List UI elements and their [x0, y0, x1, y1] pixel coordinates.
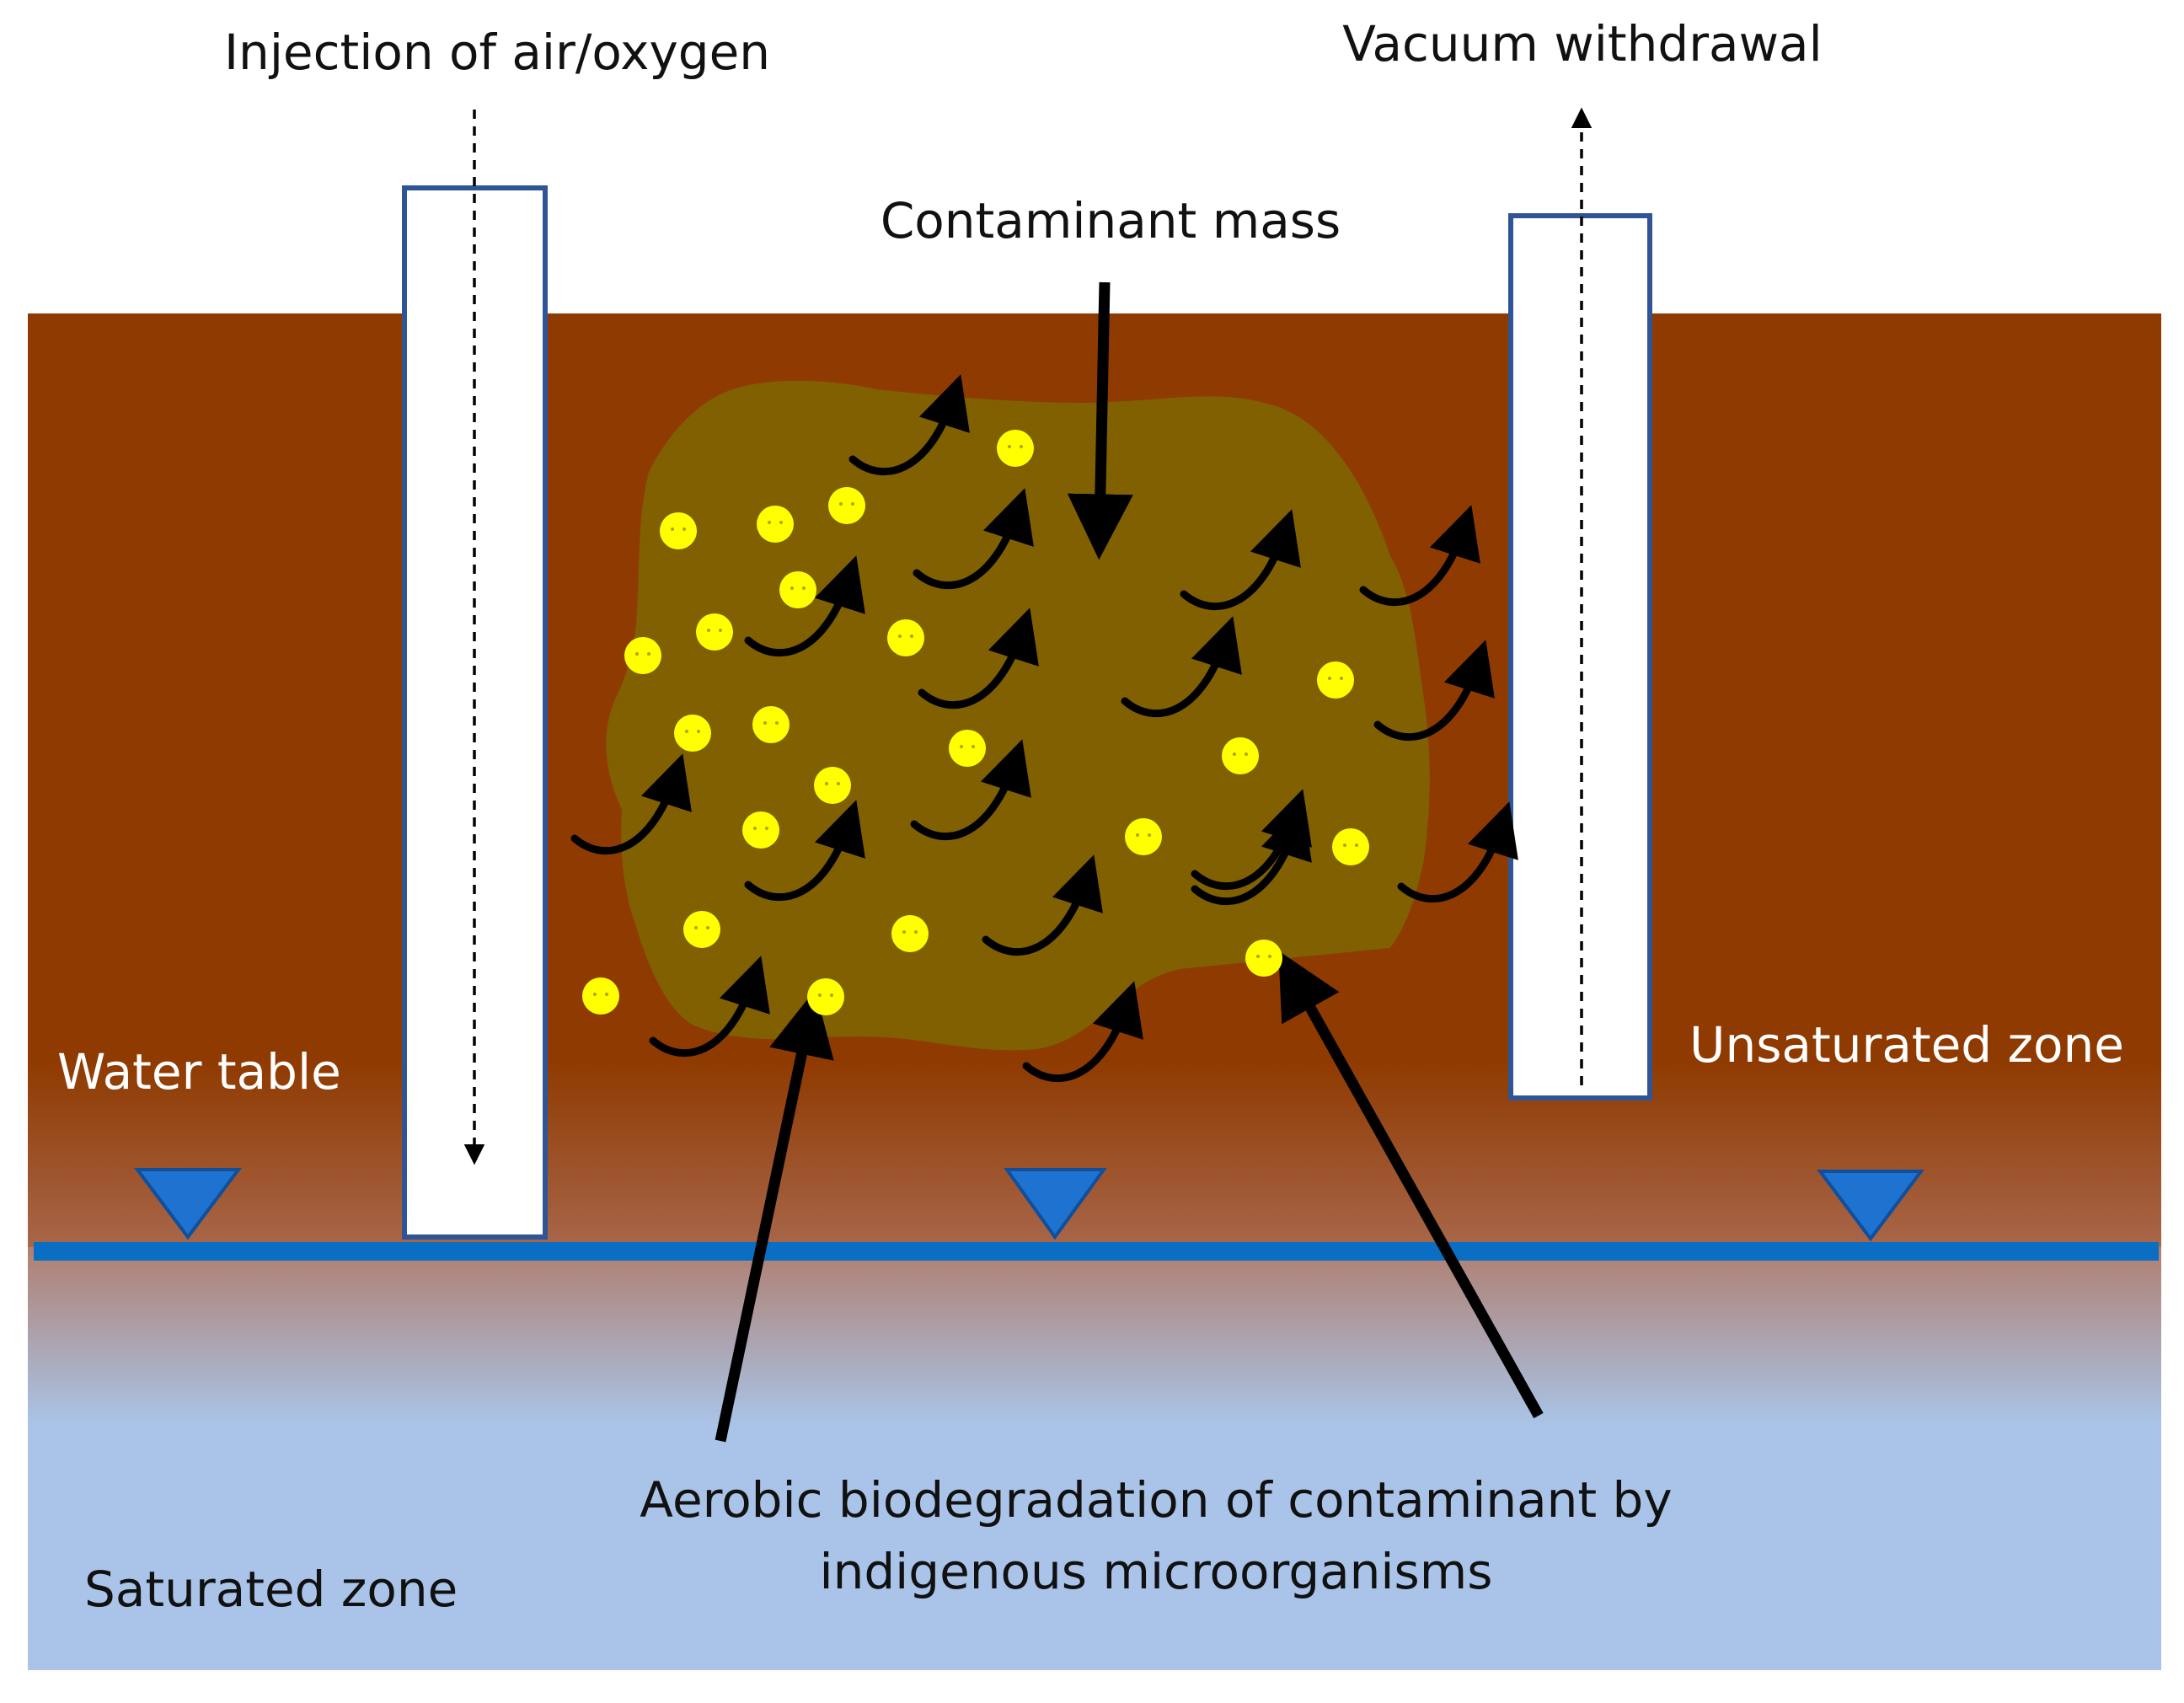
vacuum-label: Vacuum withdrawal: [1342, 15, 1822, 72]
curved-arrow-icon: [1022, 981, 1143, 1083]
water-table-label: Water table: [57, 1043, 341, 1101]
microorganism-icon: [814, 767, 851, 804]
curved-arrow-icon: [918, 608, 1039, 710]
microorganism-group: [582, 430, 1369, 1015]
microorganism-icon: [757, 506, 794, 543]
microorganism-icon: [752, 706, 790, 743]
microorganism-icon: [1332, 828, 1369, 865]
curved-arrow-icon: [744, 800, 865, 902]
biodegradation-label-line1: Aerobic biodegradation of contaminant by: [640, 1471, 1672, 1529]
microorganism-icon: [582, 977, 619, 1015]
microorganism-icon: [1245, 940, 1282, 977]
saturated-zone-layer: [28, 1247, 2161, 1670]
microorganism-icon: [1125, 818, 1162, 855]
unsaturated-zone-label: Unsaturated zone: [1689, 1016, 2124, 1074]
microorganism-icon: [696, 613, 733, 651]
curved-arrow-icon: [1359, 505, 1480, 607]
curved-arrow-icon: [570, 753, 692, 855]
water-table-marker-icon: [1817, 1170, 1924, 1242]
oxygen-flow-arrows: [570, 374, 1518, 1083]
microorganism-icon: [891, 915, 929, 952]
curved-arrow-icon: [744, 555, 865, 657]
microorganism-icon: [949, 730, 986, 767]
water-table-marker-icon: [134, 1168, 242, 1240]
microorganism-icon: [807, 978, 844, 1015]
curved-arrow-icon: [1191, 804, 1312, 906]
curved-arrow-icon: [1180, 509, 1301, 611]
contaminant-mass-pointer-arrow: [1067, 281, 1133, 560]
microorganism-icon: [674, 715, 711, 752]
curved-arrow-icon: [649, 956, 770, 1058]
microorganism-icon: [683, 911, 720, 948]
curved-arrow-icon: [1373, 640, 1495, 742]
biodegradation-pointer-arrow: [715, 989, 834, 1443]
curved-arrow-icon: [1397, 801, 1518, 903]
contaminant-mass-label: Contaminant mass: [881, 192, 1341, 249]
water-table-marker-icon: [1004, 1168, 1107, 1240]
microorganism-icon: [1317, 661, 1354, 699]
microorganism-icon: [779, 571, 816, 608]
microorganism-icon: [660, 512, 697, 549]
injection-label: Injection of air/oxygen: [224, 24, 770, 81]
saturated-zone-label: Saturated zone: [84, 1561, 458, 1618]
microorganism-icon: [742, 811, 779, 849]
biodegradation-pointer-arrow: [1278, 951, 1544, 1419]
water-table-line: [34, 1242, 2159, 1261]
microorganism-icon: [997, 430, 1034, 467]
biodegradation-label-line2: indigenous microorganisms: [819, 1543, 1492, 1600]
curved-arrow-icon: [910, 739, 1031, 841]
curved-arrow-icon: [1121, 616, 1242, 718]
curved-arrow-icon: [913, 488, 1034, 590]
curved-arrow-icon: [848, 374, 970, 476]
microorganism-icon: [624, 637, 661, 674]
microorganism-icon: [1222, 737, 1259, 774]
microorganism-icon: [828, 487, 865, 524]
curved-arrow-icon: [982, 854, 1103, 956]
microorganism-icon: [887, 619, 924, 656]
injection-well: [402, 185, 548, 1240]
